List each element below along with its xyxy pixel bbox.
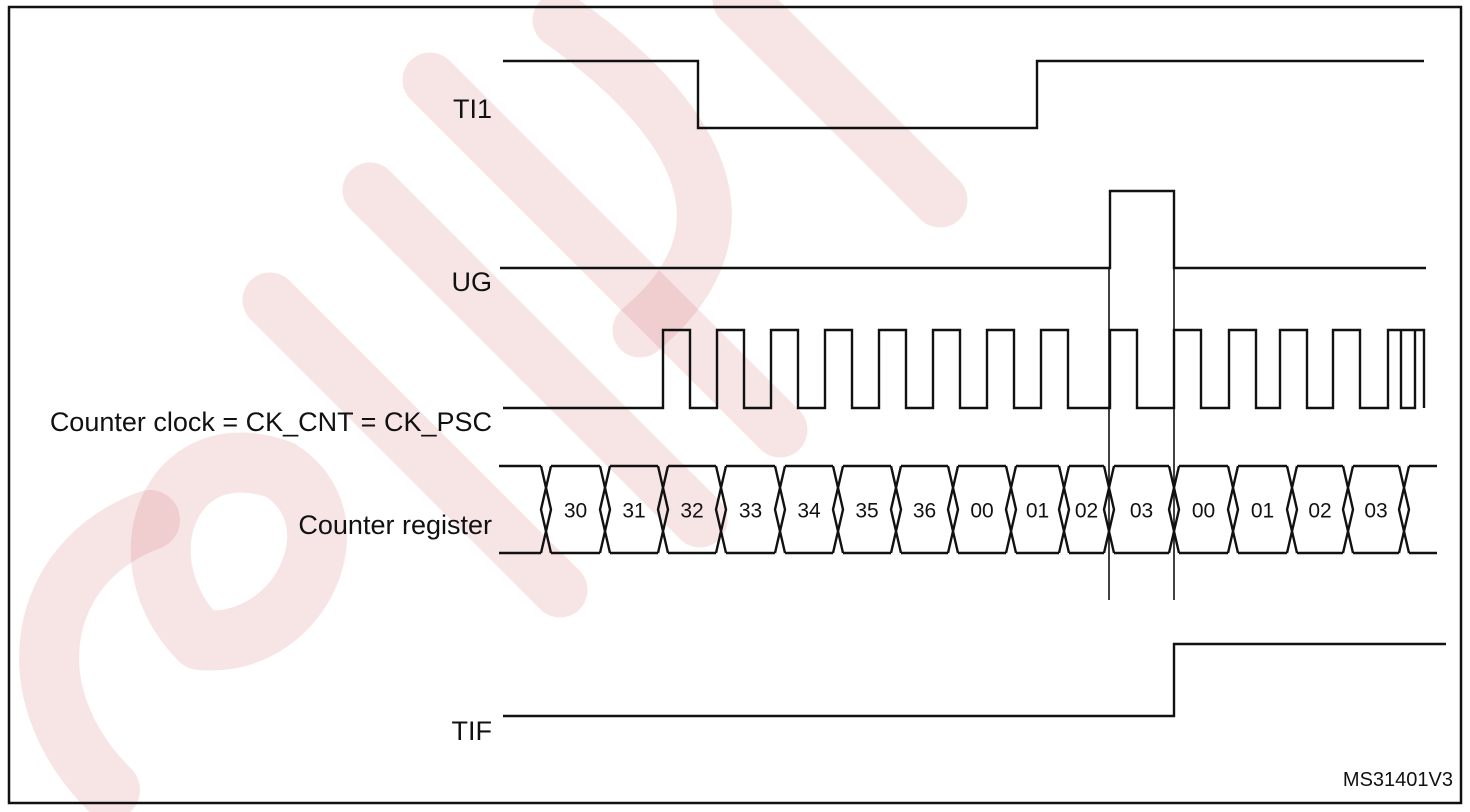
counter-register-label: Counter register [298, 510, 492, 540]
counter-value: 30 [564, 500, 587, 523]
counter-value: 34 [797, 500, 821, 523]
counter-clock-label: Counter clock = CK_CNT = CK_PSC [50, 407, 492, 437]
counter-cell-outline [656, 464, 716, 555]
counter-cell-outline [946, 464, 1006, 555]
counter-cell-outline [1004, 464, 1059, 555]
counter-value: 00 [970, 500, 993, 523]
bus-lead-in [499, 464, 541, 555]
counter-value: 03 [1364, 500, 1387, 523]
counter-value: 02 [1075, 500, 1098, 523]
confidential-watermark [19, 0, 968, 812]
counter-value: 02 [1308, 500, 1331, 523]
tif-waveform [503, 642, 1446, 718]
counter-value: 35 [855, 500, 878, 523]
watermark-stroke-o [130, 432, 348, 671]
counter-cell-outline [539, 464, 600, 555]
counter-cell-outline [831, 464, 891, 555]
ti1-label: TI1 [453, 94, 492, 124]
counter-clock-waveform [503, 328, 1426, 410]
counter-value: 03 [1130, 500, 1153, 523]
counter-cell-outline [598, 464, 658, 555]
diagram-frame [7, 5, 1463, 805]
counter-value: 33 [739, 500, 762, 523]
ti1-waveform [503, 59, 1424, 130]
counter-cell-outline [1167, 464, 1228, 555]
counter-value: 00 [1192, 500, 1215, 523]
counter-value: 01 [1251, 500, 1274, 523]
bus-lead-out [1409, 464, 1437, 555]
counter-cell-outline [889, 464, 948, 555]
bus-final-crossing [1397, 465, 1411, 554]
tif-label: TIF [452, 716, 493, 746]
counter-value: 31 [622, 500, 645, 523]
counter-cell-outline [714, 464, 775, 555]
counter-value: 32 [680, 500, 703, 523]
watermark-stroke-e [712, 0, 968, 228]
counter-cell-outline [1285, 464, 1343, 555]
ug-label: UG [452, 267, 493, 297]
counter-cell-outline [773, 464, 833, 555]
watermark-stroke-c [19, 490, 180, 812]
counter-cell-outline [1057, 464, 1104, 555]
counter-cell-outline [1341, 464, 1399, 555]
watermark-stroke-i [402, 52, 808, 458]
watermark-stroke-n [242, 272, 588, 618]
counter-cell-outline [1226, 464, 1287, 555]
counter-register-bus: 30 31 32 33 34 35 36 00 01 02 03 00 01 02 03 [499, 464, 1437, 555]
counter-cell-outline [1102, 464, 1169, 555]
ug-waveform [500, 189, 1426, 270]
counter-value: 01 [1026, 500, 1049, 523]
counter-value: 36 [913, 500, 936, 523]
figure-reference: MS31401V3 [1343, 769, 1453, 791]
